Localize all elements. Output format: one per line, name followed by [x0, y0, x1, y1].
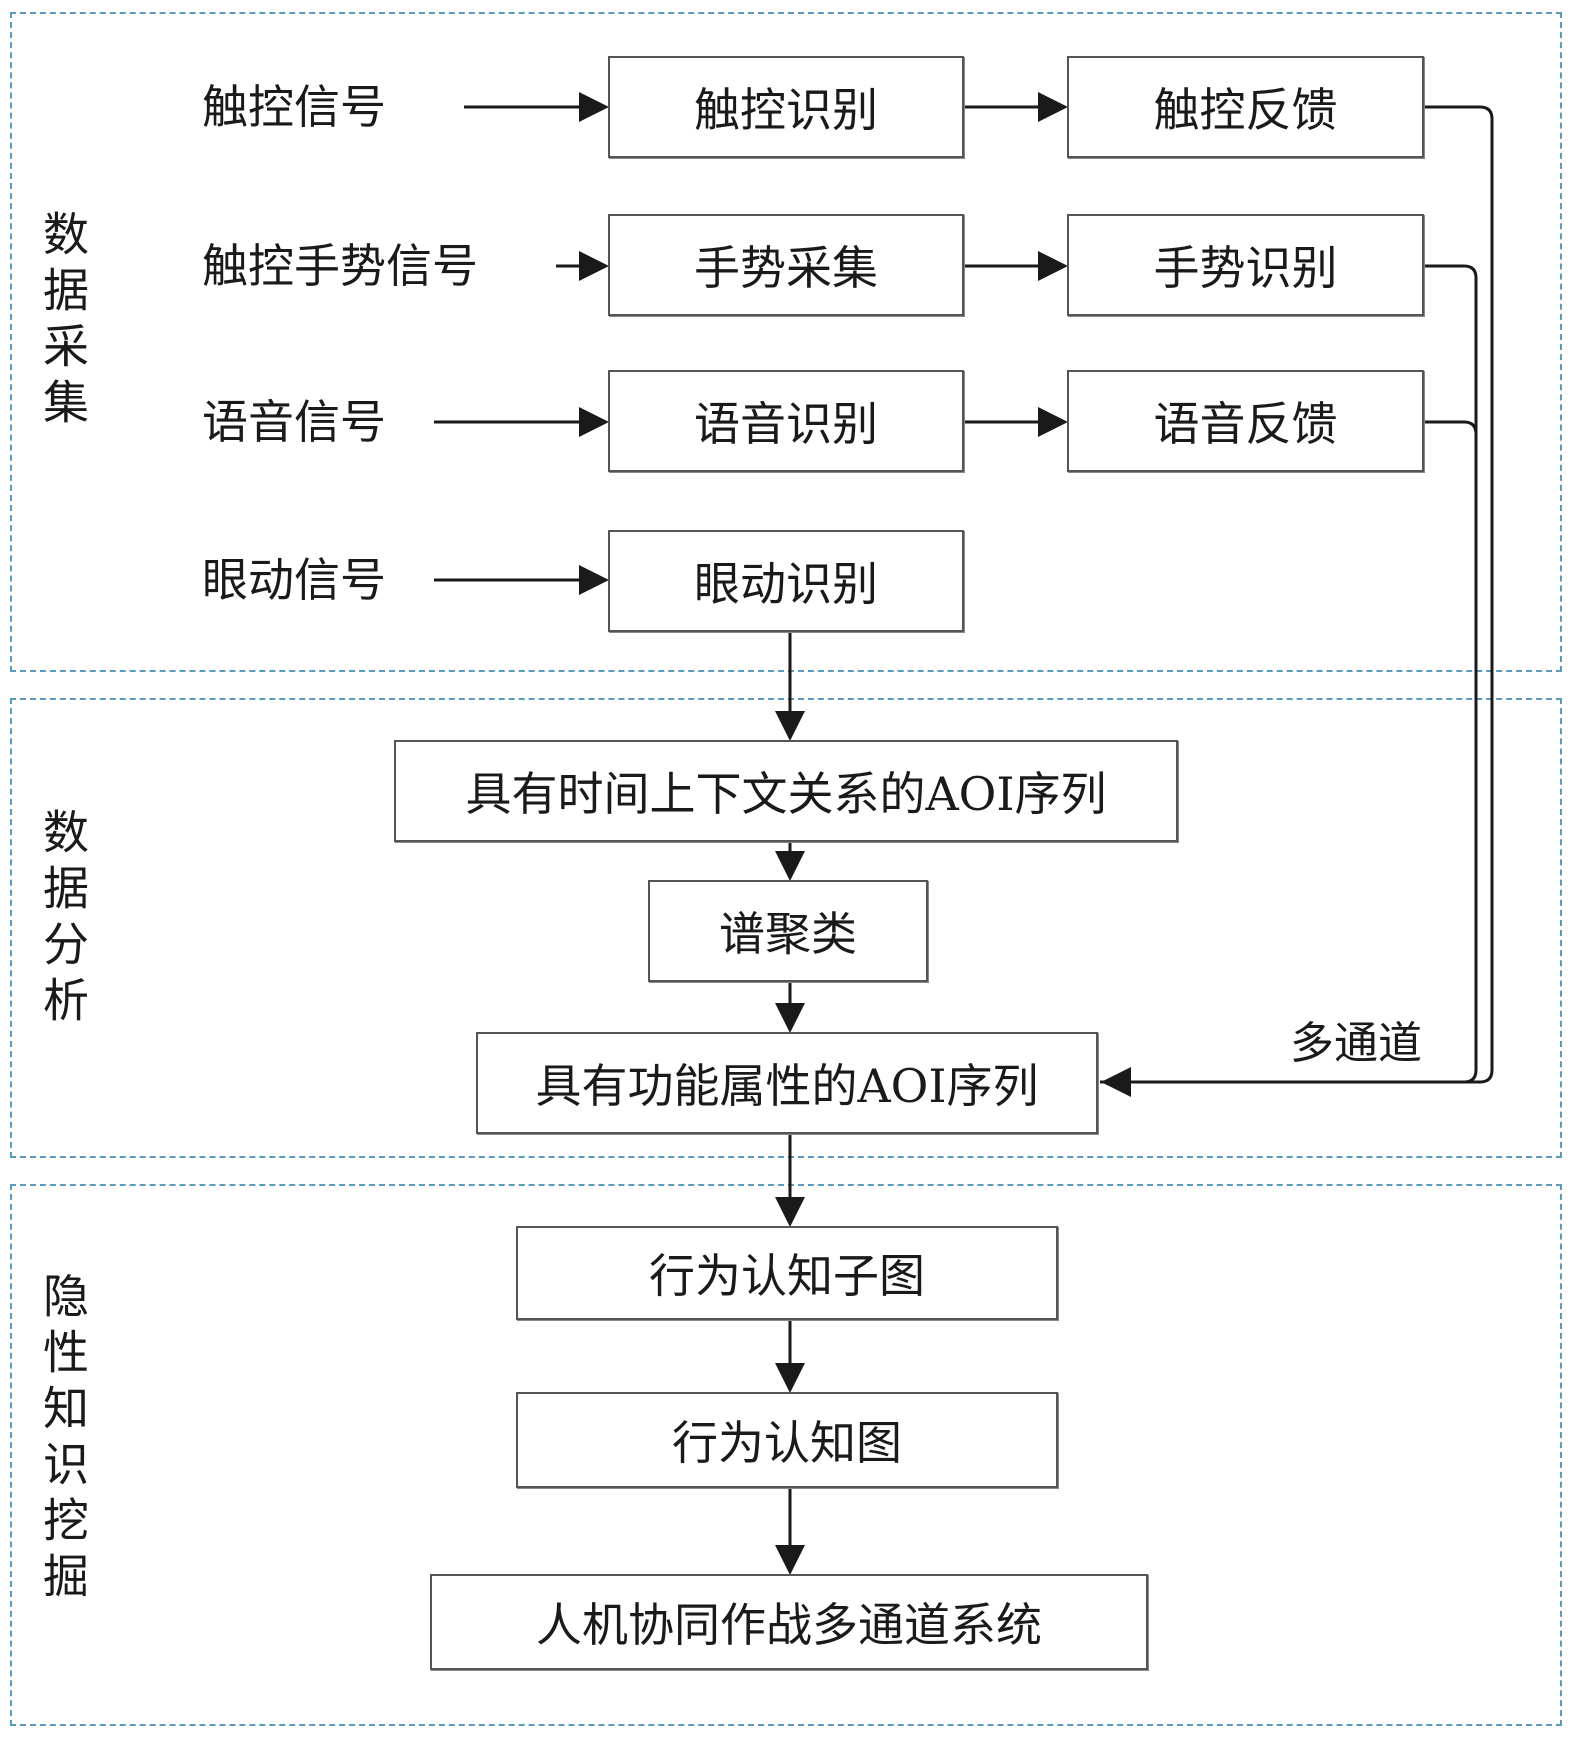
section-knowledge-mining: [10, 1184, 1562, 1726]
spectral-clustering-box: 谱聚类: [648, 880, 928, 982]
gesture-recognition-box: 手势识别: [1067, 214, 1424, 316]
section-data-collection: [10, 12, 1562, 672]
behavior-subgraph-box: 行为认知子图: [516, 1226, 1058, 1320]
section-label-analysis: 数据分析: [36, 808, 90, 1032]
gesture-signal-label: 触控手势信号: [202, 239, 478, 293]
aoi-functional-box: 具有功能属性的AOI序列: [476, 1032, 1098, 1134]
behavior-graph-box: 行为认知图: [516, 1392, 1058, 1488]
gesture-collection-box: 手势采集: [608, 214, 964, 316]
bus-voice-feedback: [1424, 420, 1478, 1070]
touch-recognition-box: 触控识别: [608, 56, 964, 158]
section-data-analysis: [10, 698, 1562, 1158]
touch-signal-label: 触控信号: [202, 80, 386, 134]
section-label-mining: 隐性知识挖掘: [36, 1272, 90, 1608]
multichannel-label: 多通道: [1290, 1018, 1422, 1069]
bus-touch-feedback: [1100, 105, 1494, 1084]
touch-feedback-box: 触控反馈: [1067, 56, 1424, 158]
bus-gesture-recognition: [1424, 264, 1478, 1084]
voice-recognition-box: 语音识别: [608, 370, 964, 472]
voice-feedback-box: 语音反馈: [1067, 370, 1424, 472]
section-label-collection: 数据采集: [36, 210, 90, 434]
system-box: 人机协同作战多通道系统: [430, 1574, 1148, 1670]
eye-recognition-box: 眼动识别: [608, 530, 964, 632]
aoi-temporal-box: 具有时间上下文关系的AOI序列: [394, 740, 1178, 842]
eye-signal-label: 眼动信号: [202, 553, 386, 607]
voice-signal-label: 语音信号: [202, 395, 386, 449]
